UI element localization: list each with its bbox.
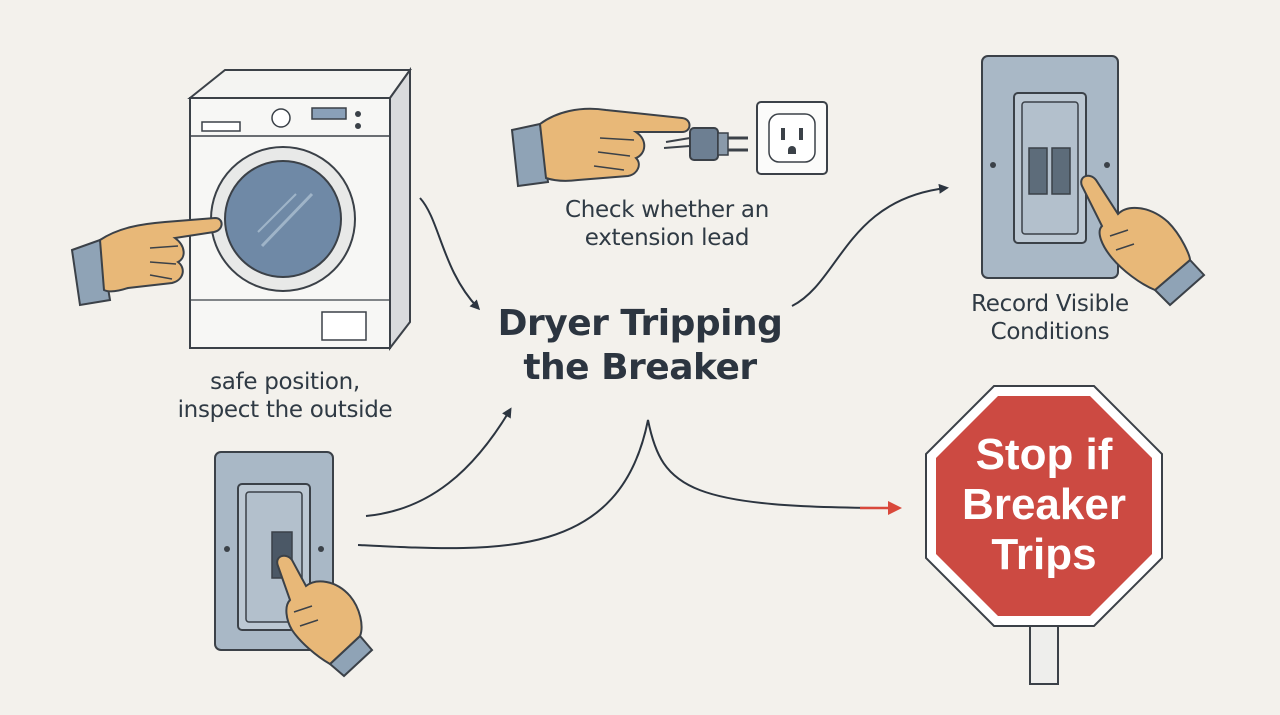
wall-outlet-icon xyxy=(756,101,828,175)
arrow-panel-to-title xyxy=(365,407,512,517)
breaker-panel-icon xyxy=(981,55,1119,279)
pointing-hand-icon xyxy=(276,554,374,678)
pointing-hand-icon xyxy=(70,216,223,307)
washing-machine-icon xyxy=(187,66,412,351)
arrow-title-to-record xyxy=(791,183,949,307)
step-extension-label: Check whether an extension lead xyxy=(565,197,769,251)
step-inspect-label: safe position, inspect the outside xyxy=(177,369,393,423)
flow-arrows xyxy=(357,183,949,550)
step-record-label: Record Visible Conditions xyxy=(971,291,1129,345)
diagram-title: Dryer Tripping the Breaker xyxy=(470,302,810,390)
title-line-1: Dryer Tripping xyxy=(497,303,783,344)
power-plug-icon xyxy=(663,127,748,161)
title-line-2: the Breaker xyxy=(523,347,757,388)
connector-title-split xyxy=(357,419,899,550)
pointing-hand-icon xyxy=(1080,174,1206,307)
stop-sign-label: Stop if Breaker Trips xyxy=(962,430,1126,579)
stop-sign-icon xyxy=(925,385,1163,685)
arrow-washer-to-title xyxy=(419,197,481,311)
pointing-hand-icon xyxy=(510,107,691,188)
